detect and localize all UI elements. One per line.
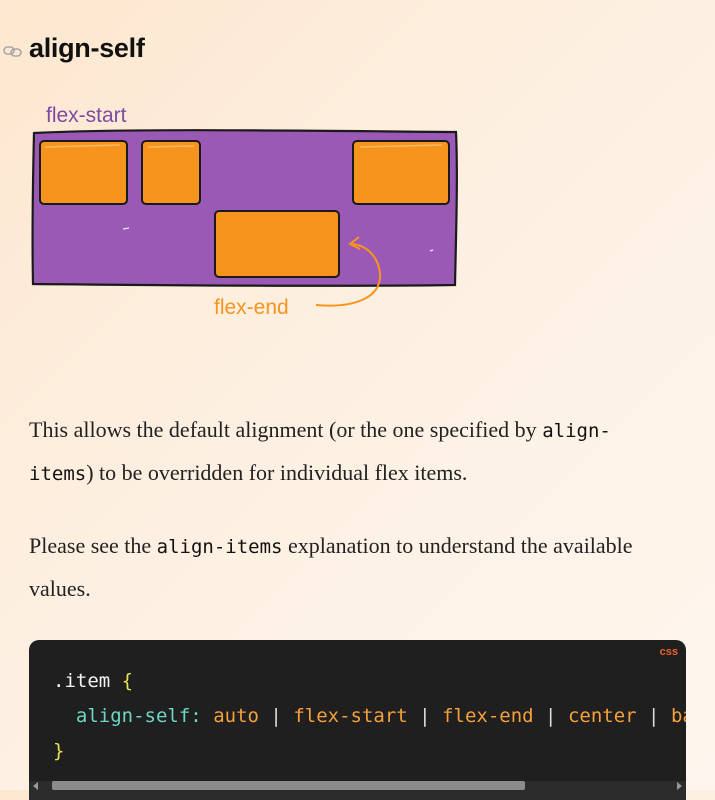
align-self-diagram: flex-start flex-end	[31, 104, 458, 319]
flex-item-1	[39, 140, 128, 205]
scrollbar-thumb[interactable]	[52, 781, 525, 790]
flex-container	[31, 129, 458, 287]
scroll-left-icon[interactable]	[33, 782, 38, 790]
section-heading: align-self	[29, 33, 145, 63]
flex-start-label: flex-start	[46, 104, 127, 127]
flex-end-label: flex-end	[214, 296, 289, 319]
code-content[interactable]: .item { align-self: auto | flex-start | …	[53, 670, 686, 762]
arrow-head	[348, 236, 361, 250]
scroll-right-icon[interactable]	[677, 782, 682, 790]
see-also-paragraph: Please see the align-items explanation t…	[29, 533, 633, 601]
flex-item-4	[352, 140, 450, 205]
description-paragraph: This allows the default alignment (or th…	[29, 417, 611, 485]
inline-code: align-items	[29, 420, 611, 485]
code-block: css .item { align-self: auto | flex-star…	[29, 640, 686, 800]
flex-item-3	[214, 210, 340, 278]
inline-code-link[interactable]: align-items	[156, 536, 283, 558]
horizontal-scrollbar[interactable]	[29, 781, 686, 800]
language-label: css	[659, 646, 678, 658]
flex-item-2	[141, 140, 201, 205]
link-icon[interactable]	[3, 43, 23, 59]
arrow-line	[315, 243, 382, 307]
